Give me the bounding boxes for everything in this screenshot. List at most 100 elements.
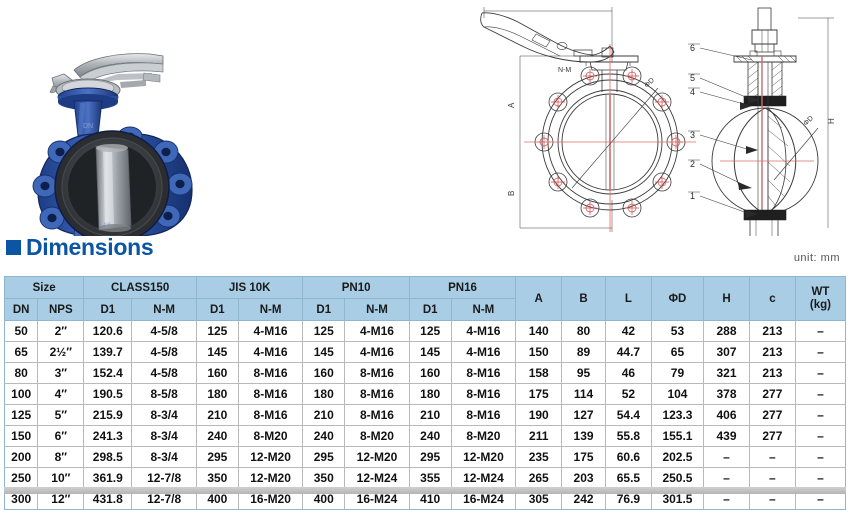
table-cell: 60.6: [604, 446, 652, 468]
table-cell: 100: [3, 383, 39, 405]
table-cell: 152.4: [83, 362, 133, 384]
table-cell: 213: [748, 341, 796, 363]
square-bullet-icon: [6, 240, 21, 255]
table-cell: –: [794, 467, 847, 489]
sub-header-jis10k-d1: D1: [195, 298, 239, 321]
table-cell: 145: [302, 341, 346, 363]
table-cell: 180: [195, 383, 239, 405]
table-cell: 8″: [37, 446, 85, 468]
group-header-jis10k: JIS 10K: [195, 276, 304, 299]
sub-header-pn10-d1: D1: [302, 298, 346, 321]
table-cell: 8-M20: [450, 425, 517, 447]
table-cell: 175: [561, 446, 606, 468]
dimensions-table-wrap: Size CLASS150 JIS 10K PN10 PN16 A B L ΦD…: [3, 276, 847, 510]
table-cell: 350: [195, 467, 239, 489]
table-cell: 4-5/8: [131, 320, 197, 342]
table-cell: 10″: [37, 467, 85, 489]
table-cell: 355: [408, 467, 452, 489]
table-cell: 155.1: [650, 425, 705, 447]
sub-header-nps: NPS: [37, 298, 85, 321]
table-cell: 8-M20: [237, 425, 304, 447]
table-cell: 288: [703, 320, 750, 342]
table-cell: 4-M16: [450, 320, 517, 342]
table-cell: 2½″: [37, 341, 85, 363]
engineering-drawing: N-M ΦD A B: [462, 0, 850, 236]
group-header-size: Size: [3, 276, 85, 299]
table-cell: 180: [302, 383, 346, 405]
table-cell: 53: [650, 320, 705, 342]
group-header-pn16: PN16: [408, 276, 517, 299]
table-cell: 123.3: [650, 404, 705, 426]
table-cell: –: [794, 320, 847, 342]
dimensions-table: Size CLASS150 JIS 10K PN10 PN16 A B L ΦD…: [3, 276, 847, 510]
table-cell: 213: [748, 320, 796, 342]
table-cell: 150: [515, 341, 563, 363]
table-cell: 4-M16: [237, 341, 304, 363]
table-cell: 95: [561, 362, 606, 384]
table-cell: 55.8: [604, 425, 652, 447]
page-title: Dimensions: [26, 234, 154, 260]
table-cell: 127: [561, 404, 606, 426]
table-cell: 79: [650, 362, 705, 384]
table-cell: 12-M24: [450, 467, 517, 489]
table-cell: 54.4: [604, 404, 652, 426]
table-cell: 4-5/8: [131, 341, 197, 363]
table-cell: 42: [604, 320, 652, 342]
sub-header-class150-d1: D1: [83, 298, 133, 321]
table-cell: 12-M20: [344, 446, 410, 468]
table-cell: 180: [408, 383, 452, 405]
table-cell: 125: [408, 320, 452, 342]
table-cell: 3″: [37, 362, 85, 384]
table-cell: 307: [703, 341, 750, 363]
table-cell: 150: [3, 425, 39, 447]
group-header-row: Size CLASS150 JIS 10K PN10 PN16 A B L ΦD…: [3, 276, 847, 321]
column-header-c: c: [748, 276, 796, 321]
table-cell: 203: [561, 467, 606, 489]
table-cell: 277: [748, 383, 796, 405]
table-cell: –: [703, 446, 750, 468]
table-cell: 139: [561, 425, 606, 447]
svg-text:ΦD: ΦD: [802, 115, 814, 127]
table-cell: 190.5: [83, 383, 133, 405]
group-header-pn10: PN10: [302, 276, 410, 299]
table-cell: 8-M16: [344, 362, 410, 384]
table-cell: 160: [408, 362, 452, 384]
lever-handle: [73, 53, 164, 88]
group-header-class150: CLASS150: [83, 276, 197, 299]
table-cell: 5″: [37, 404, 85, 426]
table-cell: 2″: [37, 320, 85, 342]
table-cell: 298.5: [83, 446, 133, 468]
valve-neck: DN: [73, 100, 103, 137]
table-cell: 46: [604, 362, 652, 384]
table-cell: 8-M20: [344, 425, 410, 447]
table-cell: 8-3/4: [131, 425, 197, 447]
wt-label: WT: [811, 286, 830, 299]
table-cell: 8-3/4: [131, 404, 197, 426]
table-cell: 240: [195, 425, 239, 447]
table-cell: 145: [195, 341, 239, 363]
table-cell: 277: [748, 425, 796, 447]
table-cell: 8-M16: [344, 404, 410, 426]
svg-text:N-M: N-M: [558, 67, 571, 74]
svg-text:B: B: [507, 191, 516, 196]
table-cell: 114: [561, 383, 606, 405]
table-cell: –: [794, 383, 847, 405]
table-cell: 125: [195, 320, 239, 342]
table-cell: 104: [650, 383, 705, 405]
table-cell: –: [703, 467, 750, 489]
table-cell: 210: [195, 404, 239, 426]
table-cell: –: [794, 425, 847, 447]
svg-text:3: 3: [690, 130, 695, 140]
table-cell: 52: [604, 383, 652, 405]
table-cell: 241.3: [83, 425, 133, 447]
column-header-phid: ΦD: [650, 276, 705, 321]
illustration-area: DN: [0, 0, 850, 236]
table-cell: 4″: [37, 383, 85, 405]
valve-photo: DN: [0, 0, 240, 236]
